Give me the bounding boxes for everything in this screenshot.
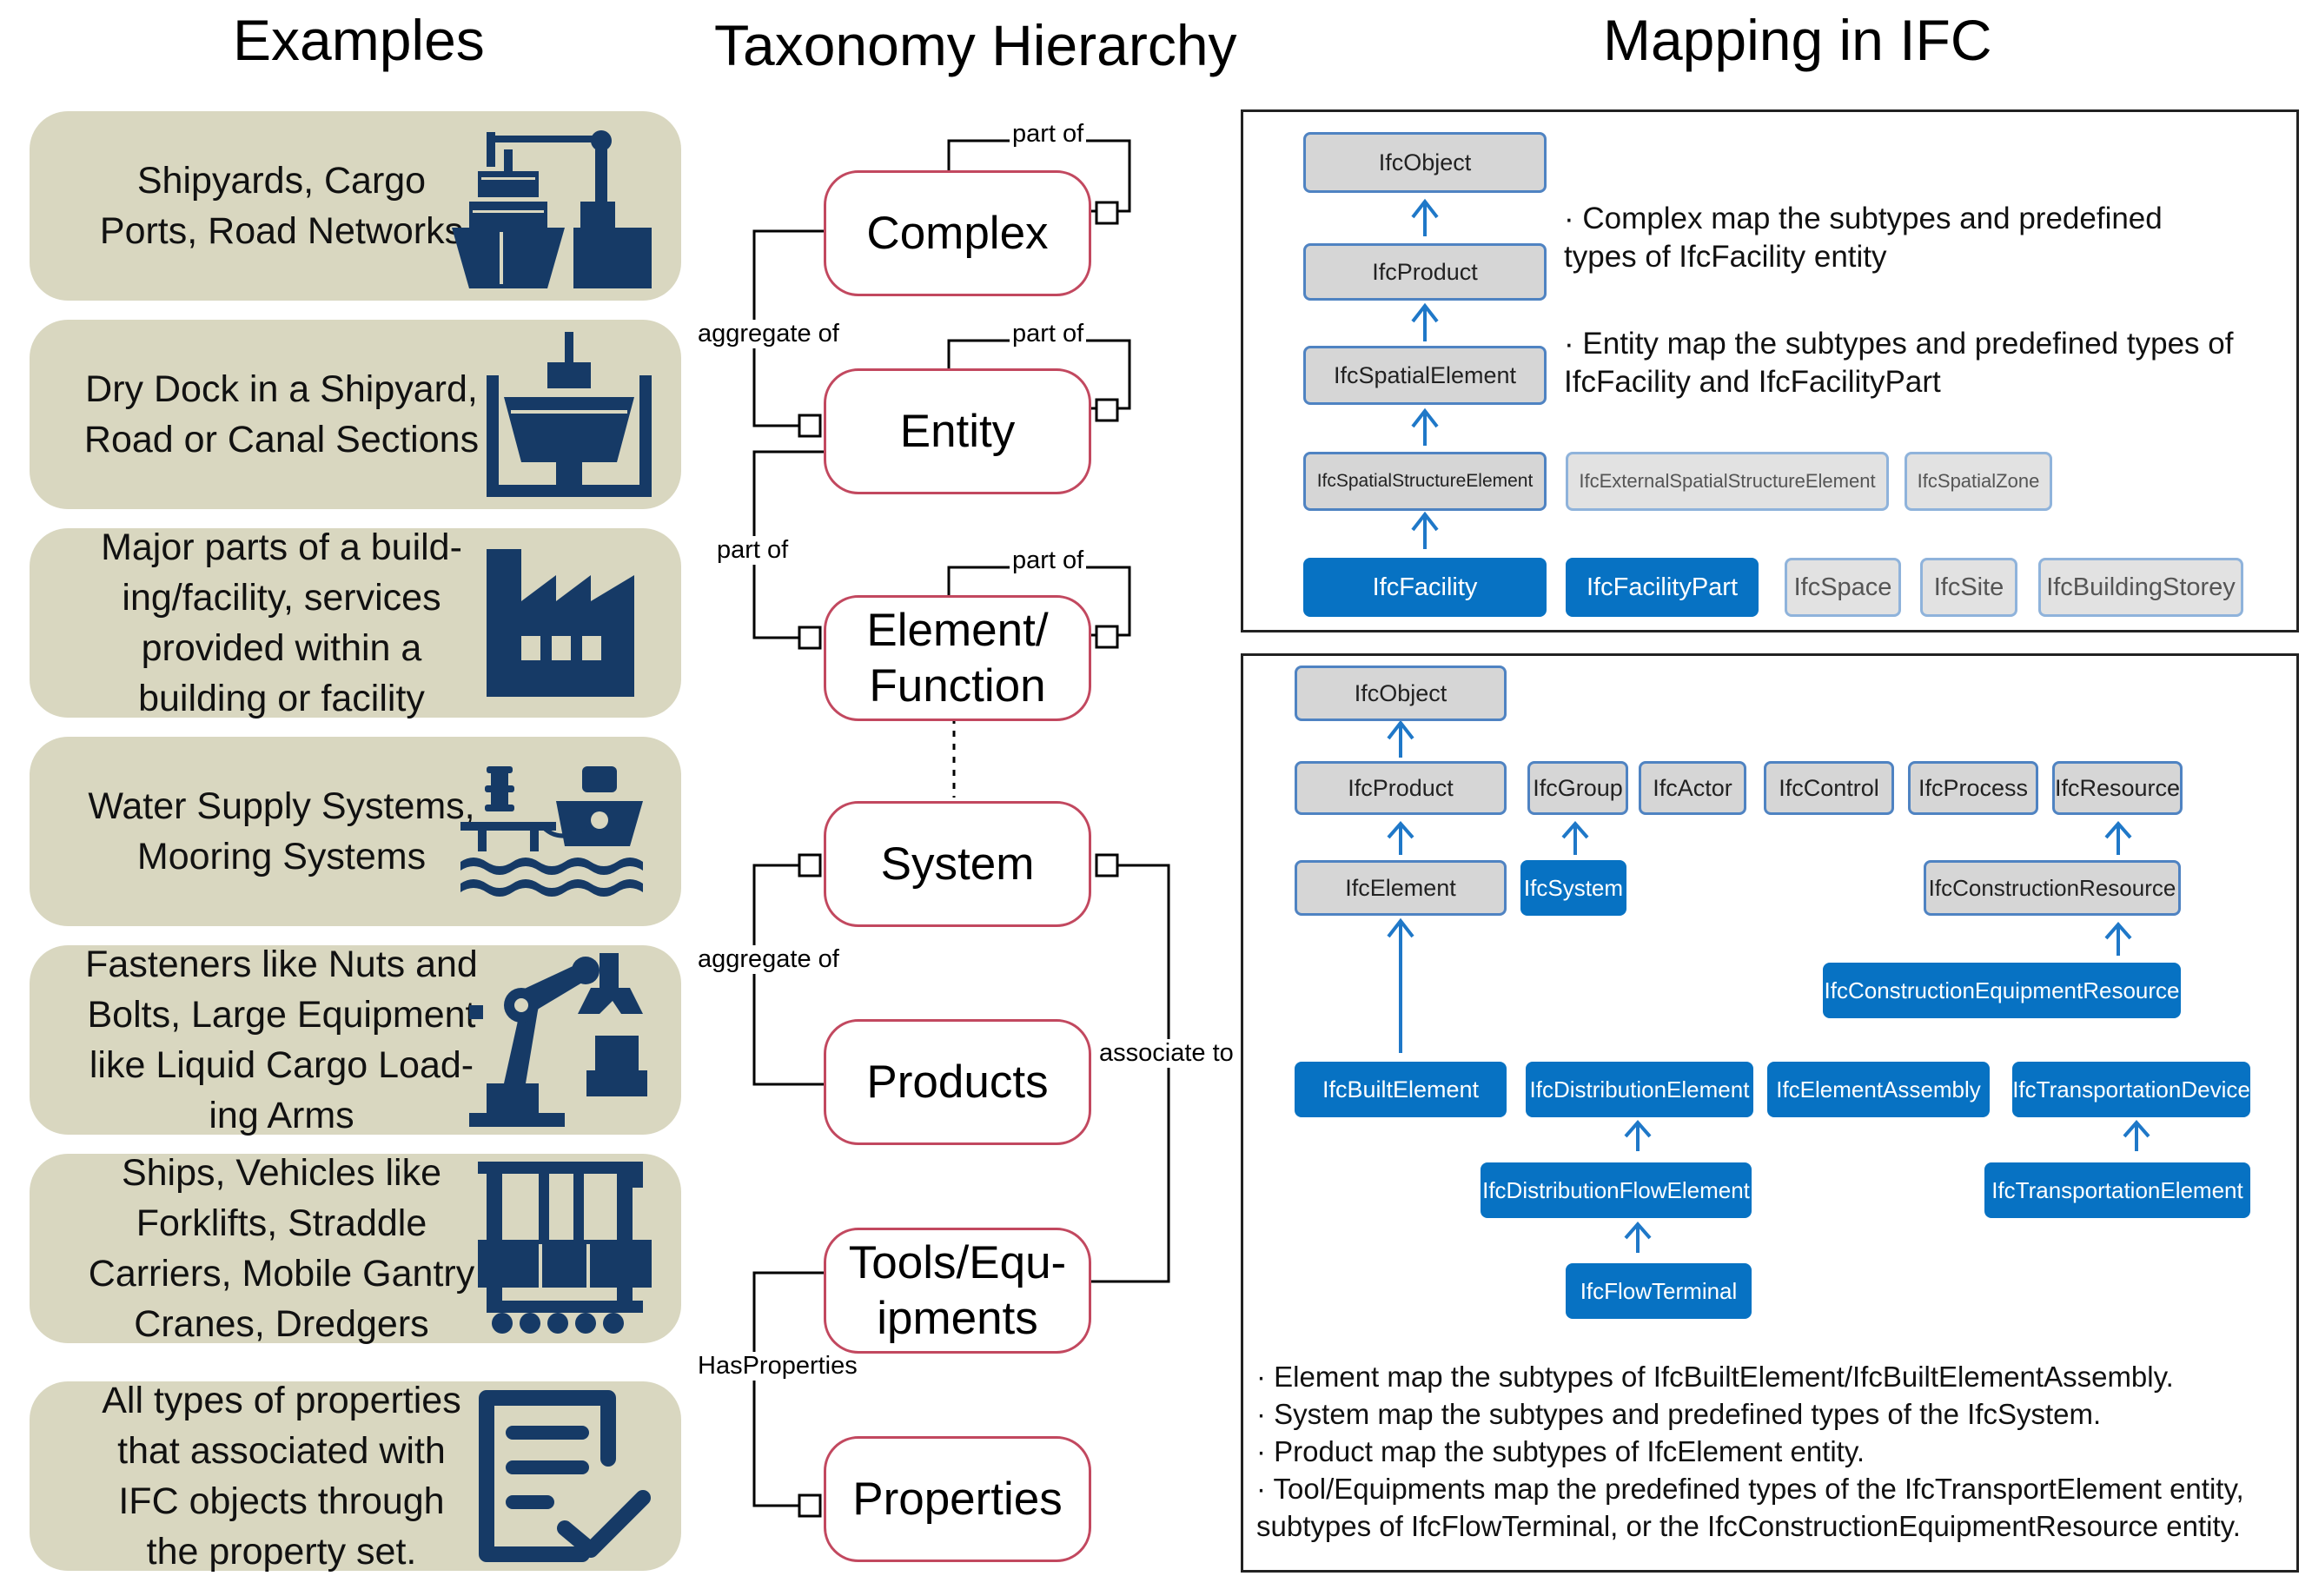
example-text: Ships, Vehicles like Forklifts, Straddle… [88, 1152, 475, 1345]
ifc-resource-box: IfcResource [2052, 761, 2183, 815]
ifc-building-storey-box: IfcBuildingStorey [2038, 558, 2243, 617]
mapping-panel-bottom [1241, 653, 2299, 1573]
ifc-flow-terminal-box: IfcFlowTerminal [1566, 1263, 1752, 1319]
ifc-spatial-structure-element-box: IfcSpatialStructureElement [1303, 452, 1547, 511]
aggregate-of-label: aggregate of [695, 945, 842, 974]
ifc-transportation-device-box: IfcTransportationDevice [2012, 1062, 2250, 1117]
mapping-note: · Product map the subtypes of IfcElement… [1256, 1435, 1865, 1467]
mapping-note: · Tool/Equipments map the predefined typ… [1256, 1473, 2244, 1505]
taxonomy-node-tools-equipments: Tools/Equ- ipments [824, 1228, 1091, 1354]
taxonomy-node-complex: Complex [824, 170, 1091, 296]
example-text: Fasteners like Nuts and Bolts, Large Equ… [85, 944, 478, 1136]
robotic-arm-icon [469, 953, 647, 1127]
mapping-note: · Element map the subtypes of IfcBuiltEl… [1256, 1361, 2174, 1393]
example-text: Shipyards, Cargo Ports, Road Networks [99, 160, 464, 252]
ifc-transportation-element-box: IfcTransportationElement [1984, 1162, 2250, 1218]
ifc-external-spatial-structure-element-box: IfcExternalSpatialStructureElement [1566, 452, 1889, 511]
ifc-space-box: IfcSpace [1785, 558, 1901, 617]
mapping-notes-list: · Element map the subtypes of IfcBuiltEl… [1256, 1358, 2244, 1545]
ifc-facility-box: IfcFacility [1303, 558, 1547, 617]
example-text: Major parts of a build- ing/facility, se… [101, 526, 462, 719]
ifc-distribution-flow-element-box: IfcDistributionFlowElement [1481, 1162, 1752, 1218]
example-text: Dry Dock in a Shipyard, Road or Canal Se… [83, 368, 480, 460]
example-card-system: Water Supply Systems, Mooring Systems [30, 737, 681, 926]
mooring-boat-icon [460, 766, 643, 897]
ifc-distribution-element-box: IfcDistributionElement [1526, 1062, 1753, 1117]
ifc-built-element-box: IfcBuiltElement [1295, 1062, 1507, 1117]
ifc-element-box: IfcElement [1295, 860, 1507, 916]
examples-title: Examples [233, 8, 485, 72]
ifc-facility-part-box: IfcFacilityPart [1566, 558, 1759, 617]
taxonomy-node-products: Products [824, 1019, 1091, 1145]
example-card-entity: Dry Dock in a Shipyard, Road or Canal Se… [30, 320, 681, 509]
ifc-product-box: IfcProduct [1303, 243, 1547, 301]
mapping-note: · System map the subtypes and predefined… [1256, 1398, 2102, 1430]
taxonomy-node-element-function: Element/ Function [824, 595, 1091, 721]
associate-to-label: associate to [1096, 1039, 1236, 1068]
ifc-spatial-zone-box: IfcSpatialZone [1905, 452, 2052, 511]
factory-icon [487, 549, 634, 697]
mapping-panel-top [1241, 109, 2299, 632]
dry-dock-icon [487, 332, 652, 497]
part-of-label: part of [1010, 120, 1087, 149]
example-text: All types of properties that associated … [102, 1380, 461, 1573]
checklist-icon [479, 1390, 651, 1562]
ifc-spatial-element-box: IfcSpatialElement [1303, 346, 1547, 405]
example-card-properties: All types of properties that associated … [30, 1380, 681, 1573]
gantry-crane-icon [478, 1162, 652, 1334]
example-card-tools: Ships, Vehicles like Forklifts, Straddle… [30, 1152, 681, 1345]
ifc-actor-box: IfcActor [1639, 761, 1746, 815]
part-of-label: part of [714, 536, 792, 565]
taxonomy-node-system: System [824, 801, 1091, 927]
part-of-label: part of [1010, 546, 1087, 575]
ifc-construction-equipment-resource-box: IfcConstructionEquipmentResource [1823, 963, 2181, 1018]
ifc-process-box: IfcProcess [1908, 761, 2038, 815]
example-text: Water Supply Systems, Mooring Systems [88, 785, 475, 877]
ifc-group-box: IfcGroup [1527, 761, 1628, 815]
part-of-label: part of [1010, 320, 1087, 348]
example-card-complex: Shipyards, Cargo Ports, Road Networks [30, 111, 681, 301]
ifc-control-box: IfcControl [1764, 761, 1894, 815]
taxonomy-title: Taxonomy Hierarchy [714, 13, 1237, 77]
example-card-products: Fasteners like Nuts and Bolts, Large Equ… [30, 944, 681, 1136]
ifc-object-box: IfcObject [1303, 132, 1547, 193]
taxonomy-node-entity: Entity [824, 368, 1091, 494]
ifc-system-box: IfcSystem [1520, 860, 1626, 916]
aggregate-of-label: aggregate of [695, 320, 842, 348]
ifc-product-box: IfcProduct [1295, 761, 1507, 815]
has-properties-label: HasProperties [695, 1352, 860, 1381]
complex-mapping-note: · Complex map the subtypes and predefine… [1564, 202, 2163, 274]
ifc-site-box: IfcSite [1920, 558, 2017, 617]
mapping-title: Mapping in IFC [1603, 8, 1992, 72]
taxonomy-node-properties: Properties [824, 1436, 1091, 1562]
example-card-element: Major parts of a build- ing/facility, se… [30, 526, 681, 719]
mapping-note: subtypes of IfcFlowTerminal, or the IfcC… [1256, 1510, 2241, 1542]
ifc-element-assembly-box: IfcElementAssembly [1767, 1062, 1990, 1117]
ifc-object-box: IfcObject [1295, 666, 1507, 721]
entity-mapping-note: · Entity map the subtypes and predefined… [1564, 327, 2234, 399]
ifc-construction-resource-box: IfcConstructionResource [1924, 860, 2181, 916]
port-crane-ship-icon [452, 130, 652, 288]
